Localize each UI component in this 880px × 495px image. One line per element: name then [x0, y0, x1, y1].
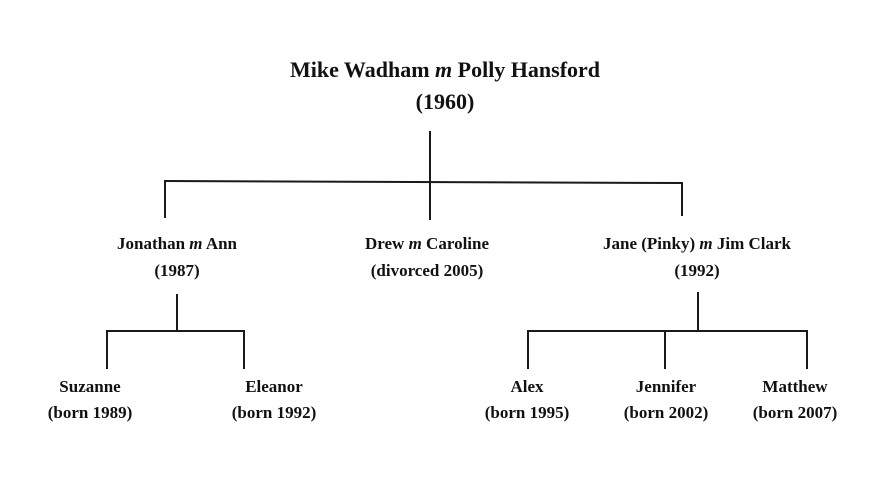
spouse-a: Jane (Pinky) — [603, 234, 696, 253]
birth-date: (born 2002) — [623, 403, 709, 422]
spouse-a: Drew — [364, 234, 405, 253]
marriage-date: (1992) — [674, 261, 720, 280]
alex-node: Alex (born 1995) — [485, 374, 570, 426]
spouse-b: Jim Clark — [716, 234, 791, 253]
birth-date: (born 1995) — [484, 403, 570, 422]
spouse-a: Jonathan — [116, 234, 186, 253]
birth-date: (born 1989) — [47, 403, 133, 422]
jennifer-node: Jennifer (born 2002) — [624, 374, 709, 426]
person-name: Eleanor — [245, 377, 303, 396]
jonathan-ann-node: Jonathan m Ann (1987) — [117, 230, 237, 284]
spouse-b: Ann — [205, 234, 238, 253]
marriage-mark: m — [408, 234, 422, 253]
person-name: Jennifer — [635, 377, 697, 396]
spouse-b: Caroline — [426, 234, 490, 253]
person-name: Alex — [510, 377, 544, 396]
couple-names: Jane (Pinky) m Jim Clark — [603, 230, 791, 257]
root-spouse-a: Mike Wadham — [289, 57, 430, 82]
root-couple-names: Mike Wadham m Polly Hansford — [290, 54, 600, 86]
person-name: Suzanne — [59, 377, 121, 396]
eleanor-node: Eleanor (born 1992) — [232, 374, 317, 426]
root-marriage-mark: m — [435, 57, 453, 82]
marriage-date: (1987) — [154, 261, 200, 280]
drew-caroline-node: Drew m Caroline (divorced 2005) — [365, 230, 489, 284]
person-name: Matthew — [762, 377, 828, 396]
root-spouse-b: Polly Hansford — [457, 57, 601, 82]
couple-names: Drew m Caroline — [365, 230, 489, 257]
root-couple-node: Mike Wadham m Polly Hansford (1960) — [290, 54, 600, 118]
generation-2-bar — [163, 179, 684, 185]
root-marriage-date: (1960) — [415, 89, 475, 114]
marriage-date: (divorced 2005) — [370, 261, 484, 280]
birth-date: (born 2007) — [752, 403, 838, 422]
matthew-node: Matthew (born 2007) — [753, 374, 838, 426]
suzanne-node: Suzanne (born 1989) — [48, 374, 133, 426]
couple-names: Jonathan m Ann — [117, 230, 237, 257]
marriage-mark: m — [699, 234, 713, 253]
marriage-mark: m — [189, 234, 203, 253]
jane-jim-node: Jane (Pinky) m Jim Clark (1992) — [603, 230, 791, 284]
birth-date: (born 1992) — [231, 403, 317, 422]
